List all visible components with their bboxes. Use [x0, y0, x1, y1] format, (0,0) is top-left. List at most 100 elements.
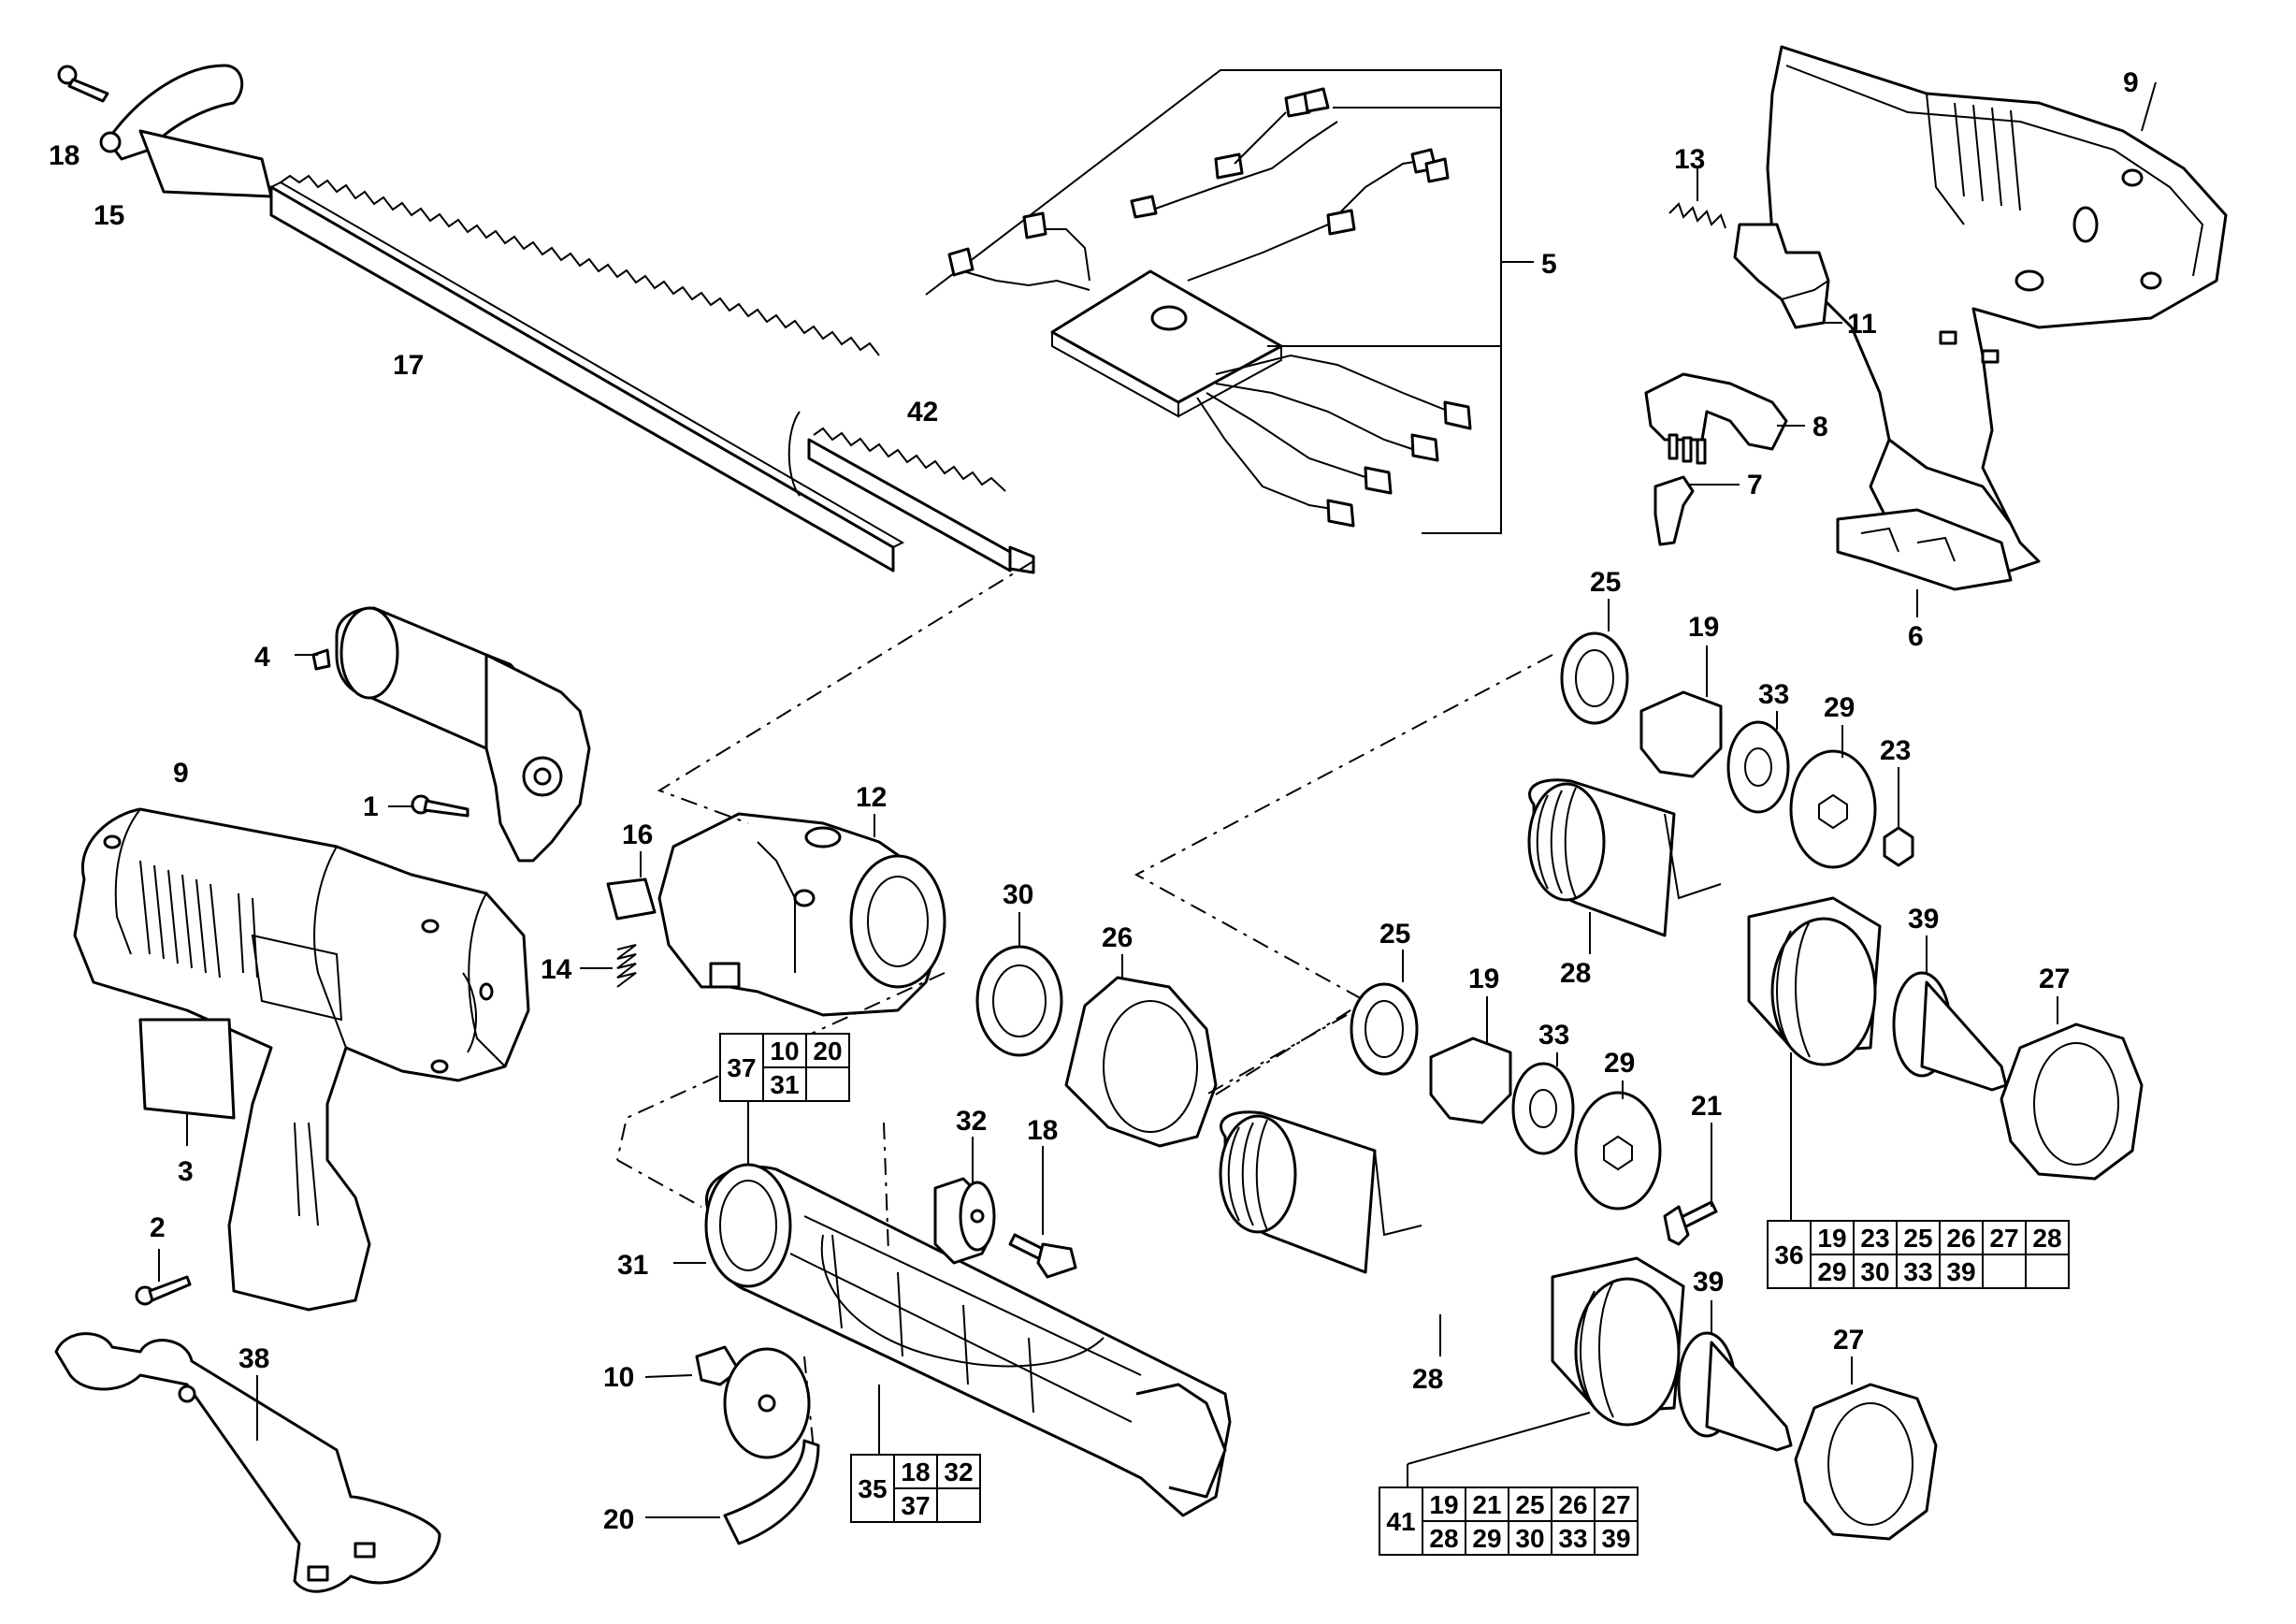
- callout-5: 5: [1541, 249, 1557, 280]
- callout-33-lower: 33: [1538, 1020, 1569, 1051]
- part-19-adapter-lower: [1429, 996, 1512, 1124]
- kit-label-cell: [850, 1454, 895, 1523]
- callout-8: 8: [1812, 412, 1828, 442]
- kit-cell: [805, 1033, 850, 1068]
- part-31-barrel: [673, 1163, 1232, 1517]
- part-23-nut: [1883, 767, 1914, 867]
- callout-23: 23: [1880, 735, 1911, 766]
- kit-cell-part-number: 28: [2032, 1224, 2061, 1253]
- callout-28-lower: 28: [1412, 1364, 1443, 1395]
- kit-cell-part-number: 32: [944, 1457, 973, 1486]
- kit-cell-part-number: 29: [1817, 1257, 1846, 1286]
- axis-plunger: [803, 1356, 815, 1451]
- callout-20: 20: [603, 1504, 634, 1535]
- part-19-adapter-upper: [1639, 645, 1723, 778]
- callout-26: 26: [1102, 922, 1133, 953]
- kit-cell: [1594, 1486, 1639, 1522]
- part-30-seal: [975, 912, 1063, 1057]
- callout-13: 13: [1674, 144, 1705, 175]
- kit-cell: [1594, 1520, 1639, 1556]
- callout-33-upper: 33: [1758, 679, 1789, 710]
- callout-19-upper: 19: [1688, 612, 1719, 643]
- part-1-screw: [388, 794, 469, 818]
- part-8-switch: [1644, 372, 1805, 465]
- part-32-piston: [933, 1137, 996, 1265]
- part-7-lever: [1653, 475, 1740, 546]
- kit-label-cell: [719, 1033, 764, 1102]
- part-21-bolt: [1663, 1123, 1718, 1246]
- part-5-wiring-harness: [925, 69, 1534, 534]
- callout-10: 10: [603, 1362, 634, 1393]
- part-16-clip: [606, 851, 657, 921]
- kit-cell-part-number: 26: [1946, 1224, 1975, 1253]
- kit-cell-part-number: 25: [1515, 1490, 1544, 1519]
- part-25-washer-upper: [1560, 599, 1629, 725]
- part-2-screw: [135, 1249, 192, 1306]
- callout-9-left: 9: [173, 758, 189, 789]
- part-18-bolt: [1008, 1146, 1077, 1279]
- part-15-handle: [99, 64, 273, 198]
- kit-cell-part-number: 20: [813, 1037, 842, 1066]
- callout-42: 42: [907, 397, 938, 428]
- callout-12: 12: [856, 782, 887, 813]
- part-27-cap-upper: [2000, 996, 2144, 1181]
- callout-4: 4: [254, 642, 270, 673]
- kit-cell-part-number: 19: [1429, 1490, 1458, 1519]
- kit-cell: [1896, 1254, 1941, 1289]
- callout-9-right: 9: [2123, 67, 2139, 98]
- axis-gearbox-to-cartridge: [1215, 1000, 1366, 1095]
- axis-piston: [883, 1122, 889, 1254]
- kit-cell-part-number: 39: [1601, 1524, 1630, 1553]
- callout-38: 38: [238, 1343, 269, 1374]
- axis-upper-piston: [1134, 654, 1553, 1002]
- part-26-nut: [1064, 954, 1218, 1148]
- kit-cell-part-number: 27: [1601, 1490, 1630, 1519]
- callout-17: 17: [393, 350, 424, 381]
- kit-cell: [1982, 1254, 2027, 1289]
- kit-cell-part-number: 21: [1472, 1490, 1501, 1519]
- callout-15: 15: [94, 200, 124, 231]
- part-20-clip: [645, 1439, 820, 1545]
- part-11-trigger: [1733, 223, 1842, 329]
- kit-cell: [1939, 1254, 1984, 1289]
- kit-cell: [1896, 1220, 1941, 1255]
- callout-18: 18: [49, 140, 79, 171]
- kit-cell-part-number: 28: [1429, 1524, 1458, 1553]
- kit-label: 41: [1386, 1507, 1415, 1536]
- kit-cell: [1508, 1486, 1552, 1522]
- part-29-disk-upper: [1789, 725, 1877, 869]
- part-10-plunger: [644, 1345, 811, 1459]
- part-39-nozzle-upper: [1892, 935, 2008, 1092]
- kit-label: 37: [727, 1053, 756, 1082]
- kit-cell-part-number: 29: [1472, 1524, 1501, 1553]
- kit-cell: [1551, 1520, 1596, 1556]
- kit-cell-part-number: 10: [770, 1037, 799, 1066]
- kit-cell: [805, 1066, 850, 1102]
- callout-2: 2: [150, 1212, 166, 1243]
- part-12-gearbox: [657, 812, 946, 1017]
- part-13-spring: [1668, 168, 1726, 229]
- callout-14: 14: [541, 954, 572, 985]
- callout-19-lower: 19: [1468, 964, 1499, 994]
- kit-label-cell: [1767, 1220, 1812, 1289]
- kit-cell: [2025, 1254, 2070, 1289]
- part-25-washer-lower: [1350, 950, 1419, 1076]
- part-17-rack: [269, 174, 905, 573]
- part-38-wrench: [54, 1332, 441, 1593]
- part-29-disk-lower: [1574, 1080, 1662, 1211]
- callout-39-upper: 39: [1908, 904, 1939, 935]
- callout-18-lower: 18: [1027, 1115, 1058, 1146]
- callout-32: 32: [956, 1106, 987, 1137]
- kit-cell-part-number: 37: [901, 1491, 930, 1520]
- part-4-motor: [295, 606, 591, 863]
- kit-cell-part-number: 19: [1817, 1224, 1846, 1253]
- callout-25-lower: 25: [1379, 919, 1410, 950]
- kit-cell-part-number: 27: [1989, 1224, 2018, 1253]
- kit-cell: [1508, 1520, 1552, 1556]
- kit-cell-part-number: 26: [1558, 1490, 1587, 1519]
- part-14-spring: [580, 944, 637, 988]
